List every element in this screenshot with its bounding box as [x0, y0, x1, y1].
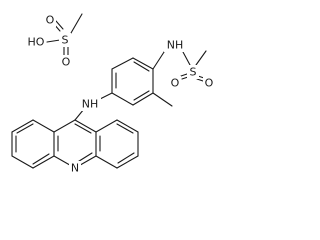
- bond: [32, 155, 55, 169]
- chemical-structure-diagram: HO S O O NH S O O NH N: [11, 13, 215, 175]
- bond: [53, 119, 76, 133]
- bond-s-methyl: [70, 13, 83, 34]
- hydroxyl-label: HO: [28, 36, 45, 49]
- bond-ho-s: [46, 39, 61, 43]
- double-bond: [32, 153, 50, 165]
- bond: [11, 155, 34, 169]
- sulfonamide-oxygen-right-label: O: [205, 77, 214, 90]
- acridine-nitrogen-label: N: [71, 162, 79, 175]
- bond: [116, 155, 139, 169]
- bond-c-nh: [152, 48, 167, 70]
- bond-nh-s: [182, 51, 191, 66]
- bond-s-o-left-1: [180, 73, 188, 77]
- double-bond: [133, 61, 150, 72]
- double-bond: [133, 90, 150, 101]
- atom-labels: HO S O O NH S O O NH N: [26, 13, 215, 175]
- double-bond: [16, 123, 34, 134]
- bond-s-o-right-2: [196, 78, 204, 82]
- bond-s-methyl: [195, 50, 207, 66]
- double-bond: [74, 123, 92, 134]
- acid-sulfur-label: S: [62, 34, 69, 47]
- methanesulfonic-acid: [46, 13, 83, 57]
- bond: [74, 119, 97, 133]
- bond: [132, 57, 154, 70]
- double-bond: [117, 152, 135, 164]
- bond: [111, 92, 134, 106]
- sulfonamide-oxygen-left-label: O: [171, 77, 180, 90]
- methyl-bond: [152, 92, 173, 107]
- sulfonamide-nh-label: NH: [167, 39, 184, 52]
- bond: [95, 155, 118, 169]
- bond: [116, 119, 139, 133]
- bond: [11, 119, 34, 133]
- bond: [32, 119, 55, 133]
- double-bond: [116, 123, 134, 134]
- amine-nh-label: NH: [82, 98, 99, 111]
- benzene-ring: [111, 57, 173, 107]
- bond: [95, 119, 118, 133]
- bond: [132, 92, 154, 106]
- sulfonamide-sulfur-label: S: [190, 66, 197, 79]
- bond-s-o-top-2: [55, 20, 64, 30]
- bond: [111, 57, 134, 70]
- acid-oxygen-top-label: O: [46, 14, 55, 27]
- acid-oxygen-bottom-label: O: [62, 56, 71, 69]
